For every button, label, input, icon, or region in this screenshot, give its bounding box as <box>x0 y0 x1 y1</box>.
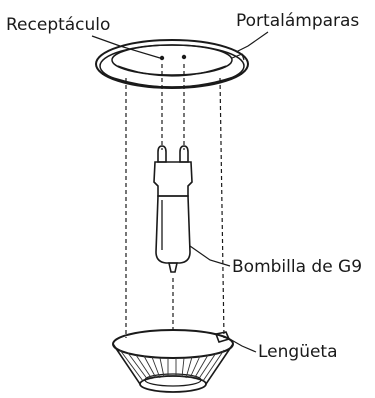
glass-shade <box>112 329 234 393</box>
holder-lower-edge <box>101 73 243 88</box>
leader-bulb <box>189 245 231 267</box>
shade-ribbing <box>119 349 225 382</box>
shade-sides <box>112 343 234 385</box>
shade-tab <box>214 331 231 343</box>
g9-bulb <box>153 145 193 273</box>
holder-inner-lip <box>117 65 227 77</box>
bulb-base <box>153 161 193 197</box>
label-tab: Lengüeta <box>258 342 338 362</box>
bulb-glass <box>155 195 191 264</box>
alignment-guides <box>125 64 225 339</box>
label-receptacle: Receptáculo <box>6 15 110 35</box>
receptacle-plate <box>111 44 233 76</box>
label-holder: Portalámparas <box>236 11 359 31</box>
guide-right-outer <box>219 77 225 339</box>
bulb-pin-loop-right <box>179 145 189 163</box>
receptacle-pin-hole-right <box>181 54 187 60</box>
receptacle-pin-hole-left <box>159 55 165 61</box>
shade-bottom-rim <box>139 375 207 393</box>
leader-holder <box>235 31 269 53</box>
lamp-holder <box>95 39 249 89</box>
holder-tab-notch <box>231 53 245 61</box>
label-bulb: Bombilla de G9 <box>232 257 362 277</box>
bulb-pin-loop-left <box>157 145 167 163</box>
holder-outer-rim <box>95 39 249 89</box>
shade-bottom-inner <box>144 373 202 387</box>
bulb-tip <box>168 262 178 273</box>
